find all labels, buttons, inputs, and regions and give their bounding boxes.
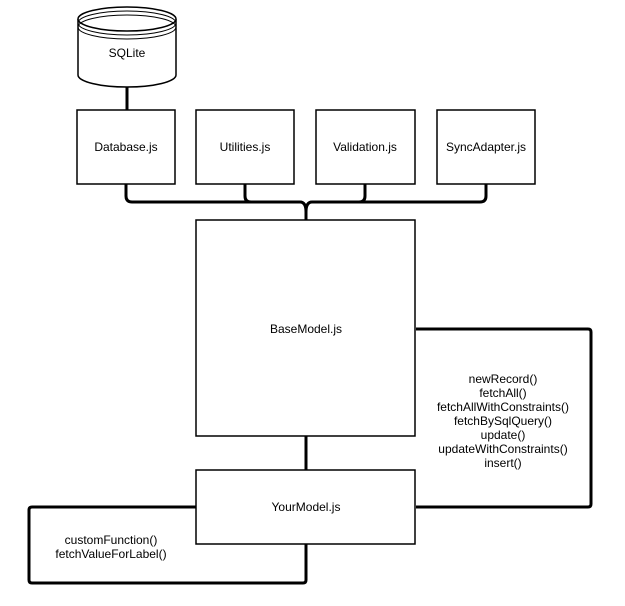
database-module: Database.js bbox=[76, 109, 176, 185]
syncadapter-module-connector bbox=[312, 184, 488, 204]
syncadapter-module: SyncAdapter.js bbox=[436, 109, 536, 185]
your-model: YourModel.js bbox=[195, 469, 416, 545]
utilities-module: Utilities.js bbox=[195, 109, 295, 185]
base-method-fetch-by-sql-query: fetchBySqlQuery() bbox=[454, 414, 552, 428]
utilities-module-connector bbox=[243, 184, 300, 204]
your-method-fetch-value-for-label: fetchValueForLabel() bbox=[55, 547, 166, 561]
base-method-fetch-all-with-constraints: fetchAllWithConstraints() bbox=[437, 400, 569, 414]
your-model-label: YourModel.js bbox=[272, 500, 341, 514]
base-methods-bracket bbox=[416, 327, 593, 509]
your-methods-list: customFunction() fetchValueForLabel() bbox=[55, 533, 166, 561]
base-model: BaseModel.js bbox=[195, 219, 416, 437]
base-methods-list: newRecord() fetchAll() fetchAllWithConst… bbox=[437, 372, 569, 470]
validation-module-label: Validation.js bbox=[333, 140, 397, 154]
database-module-label: Database.js bbox=[94, 140, 157, 154]
base-method-insert: insert() bbox=[484, 456, 521, 470]
base-model-label: BaseModel.js bbox=[270, 322, 342, 336]
validation-module: Validation.js bbox=[315, 109, 416, 185]
utilities-module-label: Utilities.js bbox=[220, 140, 271, 154]
sqlite-label: SQLite bbox=[109, 46, 146, 60]
base-method-new-record: newRecord() bbox=[469, 372, 538, 386]
base-method-update-with-constraints: updateWithConstraints() bbox=[438, 442, 567, 456]
base-method-update: update() bbox=[481, 428, 526, 442]
yourmodel-methods-bracket bbox=[27, 505, 308, 585]
sqlite-database: SQLite bbox=[77, 6, 177, 88]
validation-module-connector bbox=[304, 184, 367, 213]
your-method-custom-function: customFunction() bbox=[65, 533, 158, 547]
base-method-fetch-all: fetchAll() bbox=[479, 386, 526, 400]
syncadapter-module-label: SyncAdapter.js bbox=[446, 140, 526, 154]
